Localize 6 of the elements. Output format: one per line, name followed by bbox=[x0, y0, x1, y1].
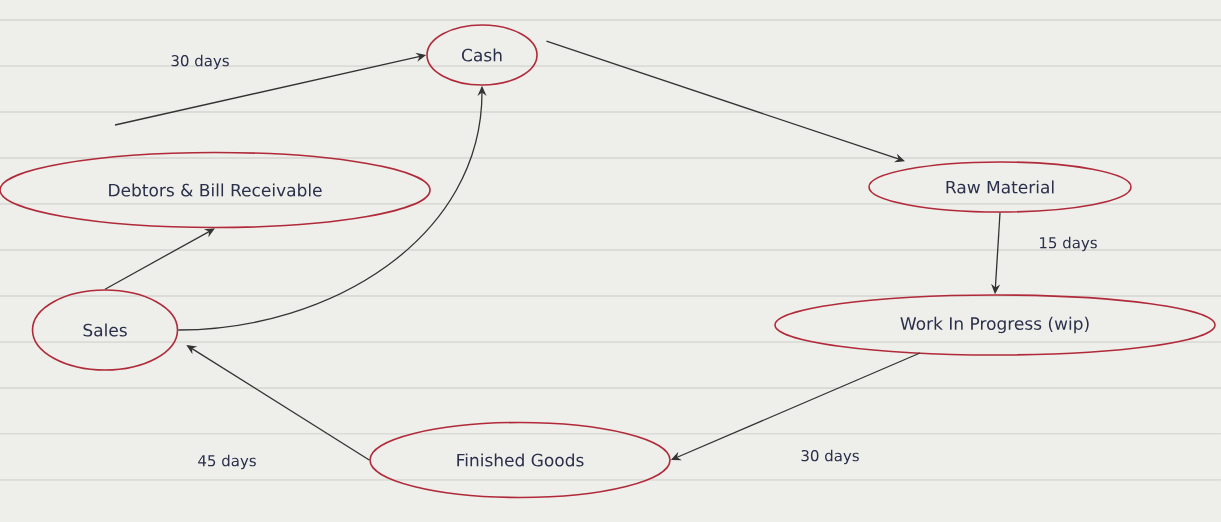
edge-label: 30 days bbox=[801, 449, 859, 465]
edge-label: 45 days bbox=[198, 454, 256, 470]
arrow bbox=[545, 40, 905, 163]
arrow bbox=[104, 228, 215, 290]
edge-label: 15 days bbox=[1040, 236, 1097, 252]
edge-label: 30 days bbox=[171, 54, 229, 70]
